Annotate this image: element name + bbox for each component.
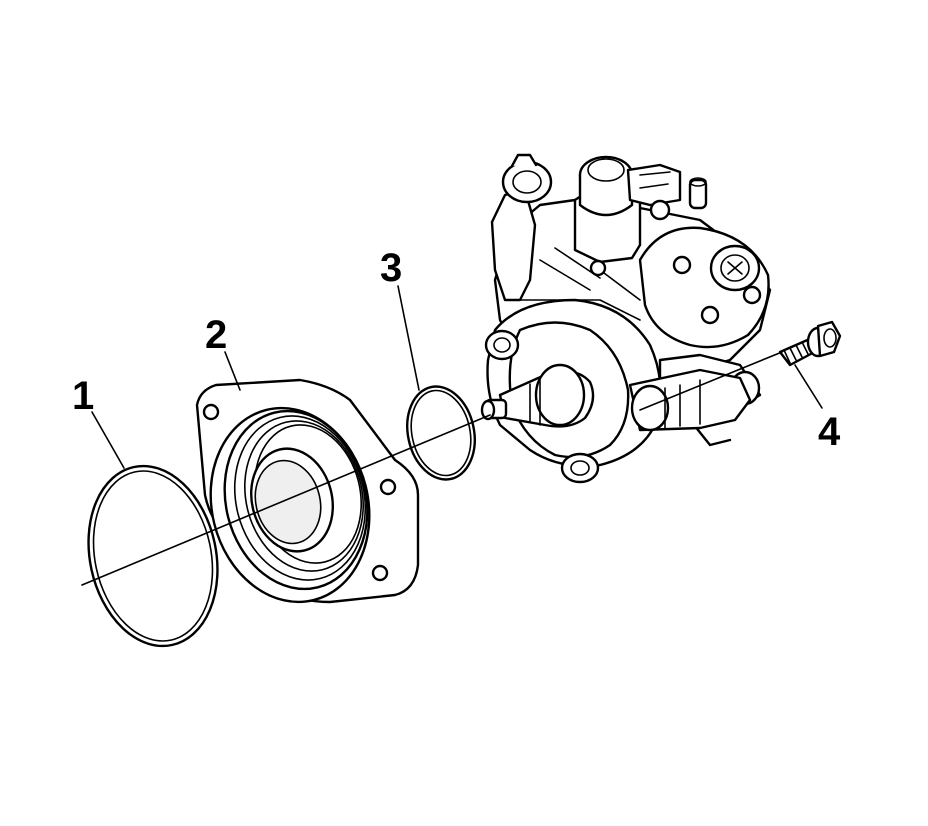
callout-label-2: 2 [205, 313, 227, 357]
callout-label-3: 3 [380, 246, 402, 290]
callout-leaders [91, 285, 823, 469]
pump-adapter-housing [195, 378, 420, 604]
pump-barrel [628, 368, 752, 432]
callout-label-1: 1 [72, 374, 94, 418]
pump-front-flange [480, 298, 662, 484]
callout-label-4: 4 [818, 410, 841, 454]
o-ring-seal-large [87, 464, 219, 648]
o-ring-seal-small [406, 385, 476, 481]
alignment-axis-right [639, 351, 783, 411]
mounting-bolt [778, 320, 842, 367]
alignment-axis [81, 414, 491, 586]
